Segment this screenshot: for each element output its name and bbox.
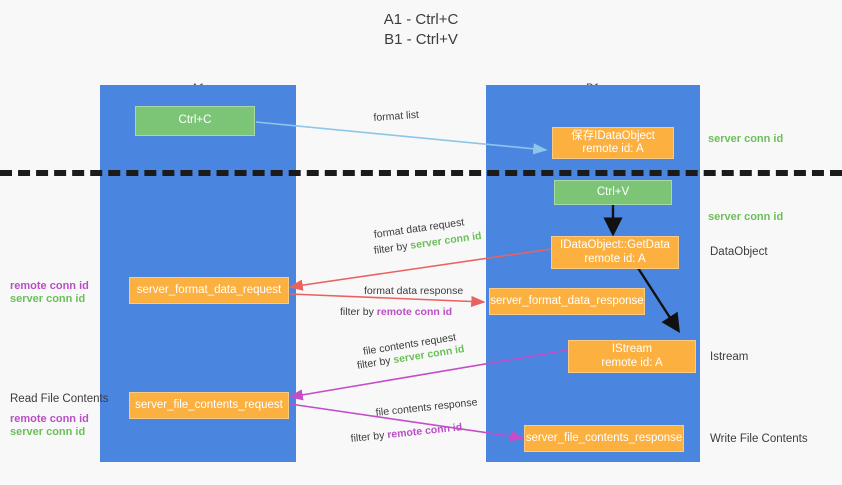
right-label-server-conn-id-top: server conn id: [708, 133, 784, 145]
left-label-server-conn-id-2: server conn id: [10, 426, 86, 438]
box-save-idataobject-line1: 保存IDataObject: [571, 129, 655, 142]
phase-divider: [0, 170, 842, 176]
filter-key-remote-conn-id: remote conn id: [386, 421, 463, 442]
box-istream-line2: remote id: A: [601, 356, 663, 369]
filter-prefix: filter by: [373, 239, 412, 257]
box-server-file-contents-request-label: server_file_contents_request: [135, 398, 283, 411]
label-file-contents-response: file contents response: [375, 396, 478, 419]
right-label-dataobject: DataObject: [710, 246, 768, 258]
filter-key-remote-conn-id: remote conn id: [376, 306, 453, 318]
box-server-file-contents-response-label: server_file_contents_response: [525, 431, 683, 444]
box-server-format-data-response[interactable]: server_format_data_response: [489, 288, 645, 315]
filter-prefix: filter by: [350, 429, 388, 445]
left-label-read-file-contents: Read File Contents: [10, 393, 109, 405]
left-label-remote-conn-id-2: remote conn id: [10, 413, 89, 425]
left-label-remote-conn-id-1: remote conn id: [10, 280, 89, 292]
box-server-format-data-response-label: server_format_data_response: [490, 294, 644, 307]
label-format-data-response-filter: filter by remote conn id: [340, 305, 452, 319]
box-server-format-data-request-label: server_format_data_request: [136, 283, 282, 296]
box-save-idataobject[interactable]: 保存IDataObject remote id: A: [552, 127, 674, 159]
box-ctrl-c-label: Ctrl+C: [178, 114, 212, 127]
left-label-server-conn-id-1: server conn id: [10, 293, 86, 305]
box-ctrl-v[interactable]: Ctrl+V: [554, 180, 672, 205]
right-label-server-conn-id-mid: server conn id: [708, 211, 784, 223]
filter-prefix: filter by: [340, 306, 377, 318]
box-idataobject-getdata[interactable]: IDataObject::GetData remote id: A: [551, 236, 679, 269]
box-ctrl-c[interactable]: Ctrl+C: [135, 106, 255, 136]
page-title: A1 - Ctrl+C B1 - Ctrl+V: [383, 11, 459, 48]
filter-prefix: filter by: [356, 354, 395, 372]
box-idataobject-getdata-line2: remote id: A: [584, 252, 646, 265]
box-save-idataobject-line2: remote id: A: [582, 143, 644, 155]
box-ctrl-v-label: Ctrl+V: [596, 185, 630, 198]
label-file-contents-response-filter: filter by remote conn id: [350, 420, 463, 446]
right-label-write-file-contents: Write File Contents: [710, 433, 808, 445]
label-format-data-response: format data response: [364, 285, 464, 297]
box-istream[interactable]: IStream remote id: A: [568, 340, 696, 373]
label-format-list: format list: [373, 108, 420, 124]
box-server-format-data-request[interactable]: server_format_data_request: [129, 277, 289, 304]
box-istream-line1: IStream: [611, 343, 653, 355]
box-server-file-contents-request[interactable]: server_file_contents_request: [129, 392, 289, 419]
right-label-istream: Istream: [710, 351, 749, 363]
box-server-file-contents-response[interactable]: server_file_contents_response: [524, 425, 684, 452]
box-idataobject-getdata-line1: IDataObject::GetData: [560, 239, 670, 251]
